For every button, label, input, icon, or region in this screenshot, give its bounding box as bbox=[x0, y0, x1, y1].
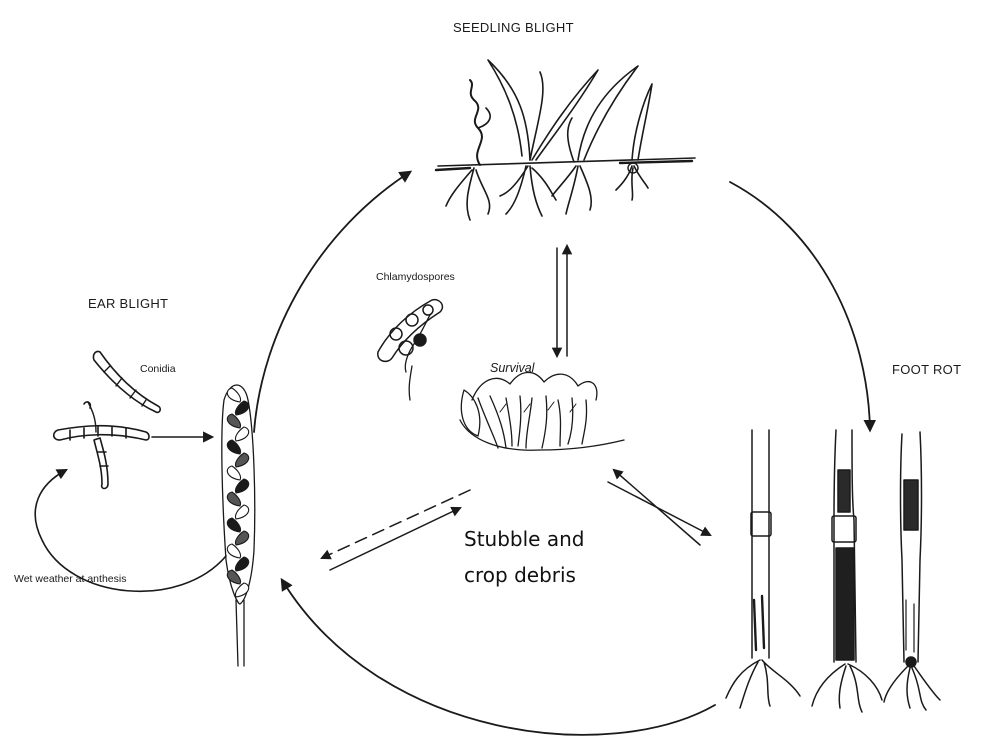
ear-spikelet bbox=[235, 427, 248, 441]
foot-rot-illustration bbox=[726, 430, 940, 712]
ear-spikelet bbox=[227, 570, 240, 584]
ear-spikelet bbox=[227, 414, 240, 428]
wet-weather-label: Wet weather at anthesis bbox=[14, 573, 126, 585]
arrow-footrot-to-survival bbox=[614, 470, 700, 545]
seedling-blight-illustration bbox=[436, 60, 695, 220]
ear-spikelet bbox=[227, 518, 240, 532]
ear-spikelet bbox=[235, 505, 248, 519]
conidia-label: Conidia bbox=[140, 363, 176, 375]
seedling-blight-label: SEEDLING BLIGHT bbox=[453, 20, 574, 35]
arrow-footrot-to-ear bbox=[282, 580, 715, 735]
foot-rot-label: FOOT ROT bbox=[892, 362, 961, 377]
ear-spikelet bbox=[235, 401, 248, 415]
wheat-ear-illustration bbox=[222, 385, 255, 666]
ear-spikelet bbox=[235, 453, 248, 467]
ear-spikelet bbox=[235, 479, 248, 493]
ear-spikelet bbox=[227, 440, 240, 454]
stubble-label-line2: crop debris bbox=[464, 563, 576, 587]
survival-debris-illustration bbox=[460, 372, 624, 450]
chlamydospores-illustration bbox=[378, 300, 443, 400]
ear-spikelet bbox=[235, 531, 248, 545]
arrow-ear-to-debris bbox=[330, 508, 460, 570]
chlamydospores-label: Chlamydospores bbox=[376, 271, 455, 283]
ear-spikelet bbox=[235, 583, 248, 597]
ear-spikelet bbox=[235, 557, 248, 571]
ear-spikelet bbox=[227, 466, 240, 480]
ear-spikelet bbox=[227, 388, 240, 402]
arrow-ear-to-seedling bbox=[254, 172, 410, 432]
ear-spikelet bbox=[227, 544, 240, 558]
survival-label: Survival bbox=[490, 361, 536, 375]
arrow-seedling-to-footrot bbox=[730, 182, 870, 430]
ear-blight-label: EAR BLIGHT bbox=[88, 296, 168, 311]
arrow-debris-to-ear-dashed bbox=[322, 490, 470, 558]
ear-spikelets bbox=[227, 388, 248, 597]
stubble-label-line1: Stubble and bbox=[464, 527, 584, 551]
ear-spikelet bbox=[227, 492, 240, 506]
